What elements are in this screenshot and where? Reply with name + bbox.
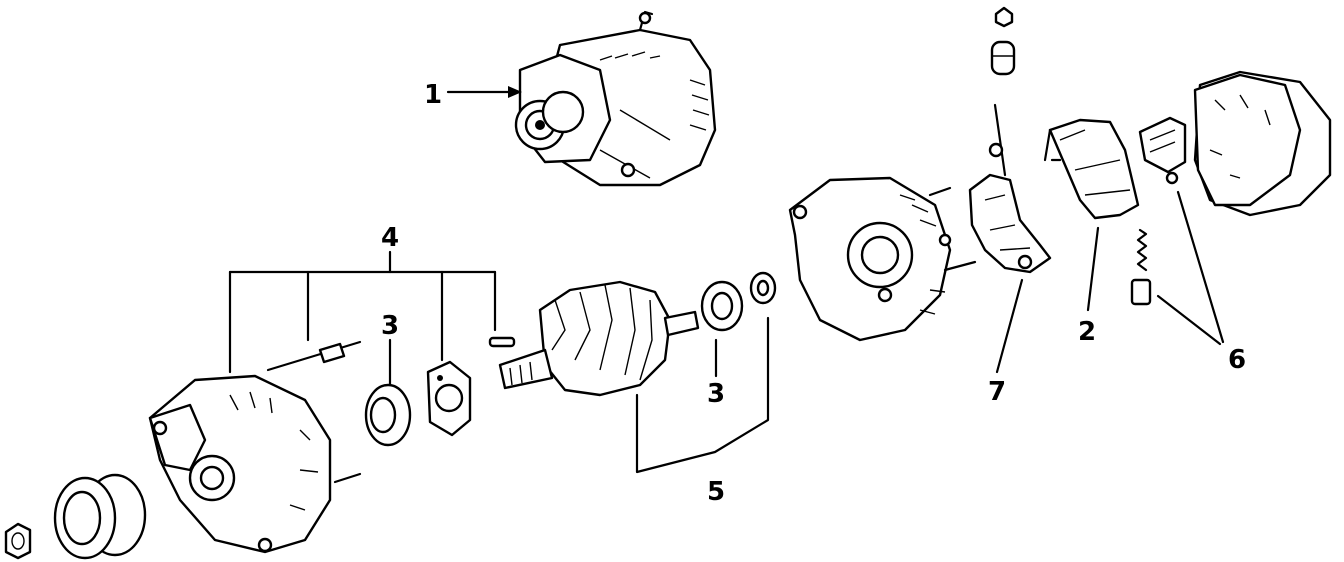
drive-end-frame [148, 374, 332, 554]
terminal-nut [990, 6, 1016, 76]
alternator-assembly [514, 10, 717, 187]
callout-4: 4 [381, 223, 399, 253]
callout-5: 5 [707, 477, 725, 507]
through-bolts [266, 336, 516, 484]
leader-lines [228, 86, 1225, 474]
pulley-nut [4, 522, 32, 560]
rear-cover [1193, 70, 1332, 217]
rectifier-end-frame [788, 176, 977, 342]
pulley [53, 473, 147, 560]
rear-bearing [700, 280, 744, 332]
brush-holder [1138, 116, 1187, 185]
callout-7: 7 [988, 377, 1006, 407]
bearing-retainer [426, 360, 472, 437]
callout-3-left: 3 [381, 311, 399, 341]
bearing-cover [749, 271, 777, 305]
callout-6: 6 [1228, 345, 1246, 375]
brush-and-spring [1130, 228, 1152, 306]
callout-2: 2 [1078, 317, 1096, 347]
callout-1: 1 [424, 80, 442, 110]
front-bearing [364, 383, 412, 447]
rotor [498, 280, 700, 397]
callout-3-right: 3 [707, 379, 725, 409]
rectifier-holder [968, 103, 1052, 274]
regulator [1043, 118, 1140, 220]
callout-labels: 1 2 3 3 4 5 6 7 [381, 80, 1246, 507]
